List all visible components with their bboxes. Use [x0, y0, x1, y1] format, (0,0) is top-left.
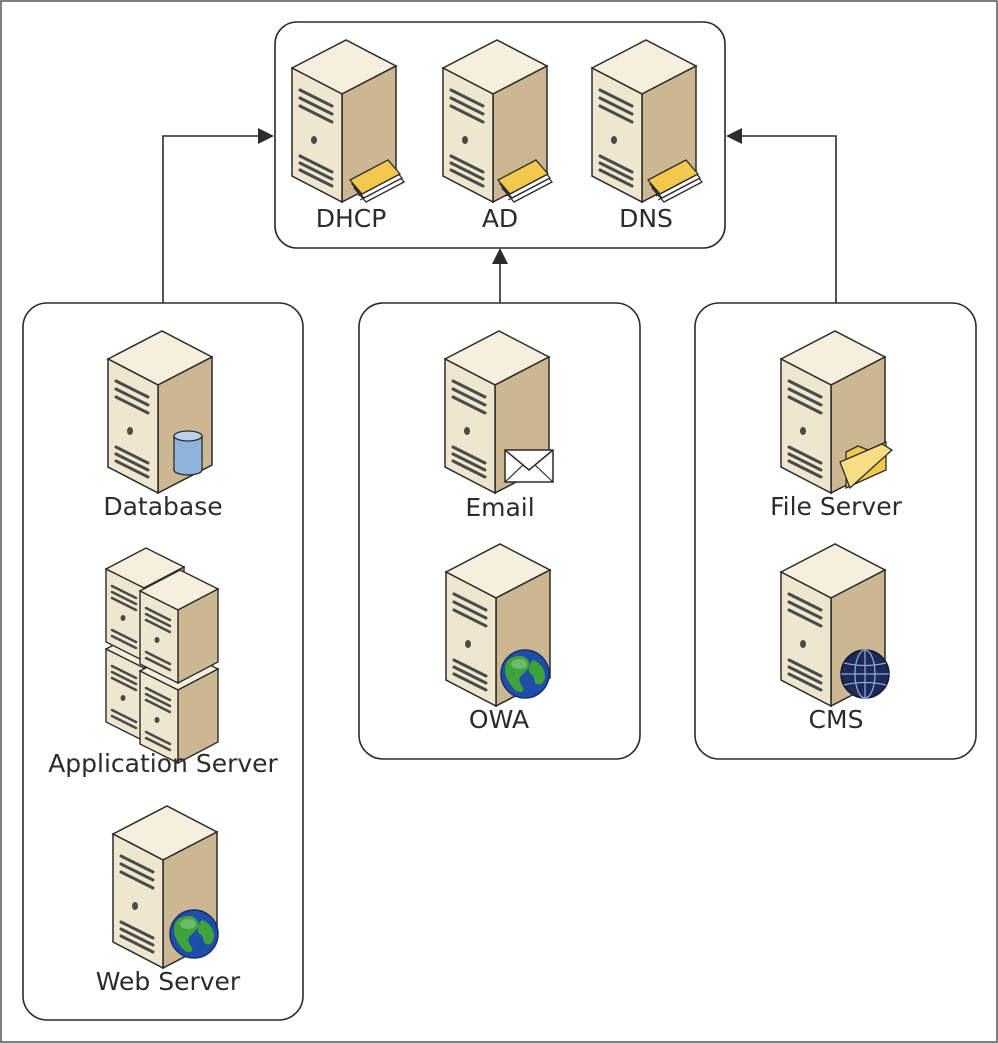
file-server[interactable]: File Server — [770, 329, 903, 521]
server-label: DHCP — [316, 204, 387, 233]
server-label: Email — [465, 493, 534, 522]
ad-server[interactable]: AD — [441, 38, 553, 233]
database-server[interactable]: Database — [103, 329, 223, 521]
server-label: Web Server — [96, 967, 241, 996]
server-label: AD — [482, 204, 518, 233]
infrastructure-group: DHCP AD DNS — [274, 21, 726, 249]
dark-globe-icon — [840, 649, 890, 699]
arrowhead-right — [726, 128, 742, 144]
email-server[interactable]: Email — [443, 329, 554, 522]
owa-server[interactable]: OWA — [444, 542, 552, 734]
connector-left — [162, 135, 258, 303]
left-server-group: Database Application Server Web Server — [22, 302, 304, 1021]
server-label: File Server — [770, 492, 902, 521]
connectors — [162, 128, 837, 303]
server-cluster-icon — [104, 546, 220, 765]
web-server[interactable]: Web Server — [96, 804, 241, 996]
arrowhead-left — [258, 128, 274, 144]
server-label: CMS — [809, 705, 864, 734]
dns-server[interactable]: DNS — [590, 38, 703, 233]
server-label: Application Server — [48, 749, 278, 778]
connector-right — [742, 135, 837, 303]
server-label: Database — [103, 492, 222, 521]
dhcp-server[interactable]: DHCP — [290, 38, 405, 233]
arrowhead-middle — [492, 248, 508, 264]
cms-server[interactable]: CMS — [779, 542, 890, 734]
database-icon — [173, 430, 203, 476]
server-label: OWA — [469, 705, 529, 734]
globe-icon — [169, 909, 219, 959]
globe-icon — [500, 649, 550, 699]
application-server[interactable]: Application Server — [48, 546, 279, 778]
server-label: DNS — [619, 204, 673, 233]
middle-server-group: Email OWA — [358, 302, 641, 760]
right-server-group: File Server CMS — [694, 302, 977, 760]
envelope-icon — [504, 449, 554, 483]
